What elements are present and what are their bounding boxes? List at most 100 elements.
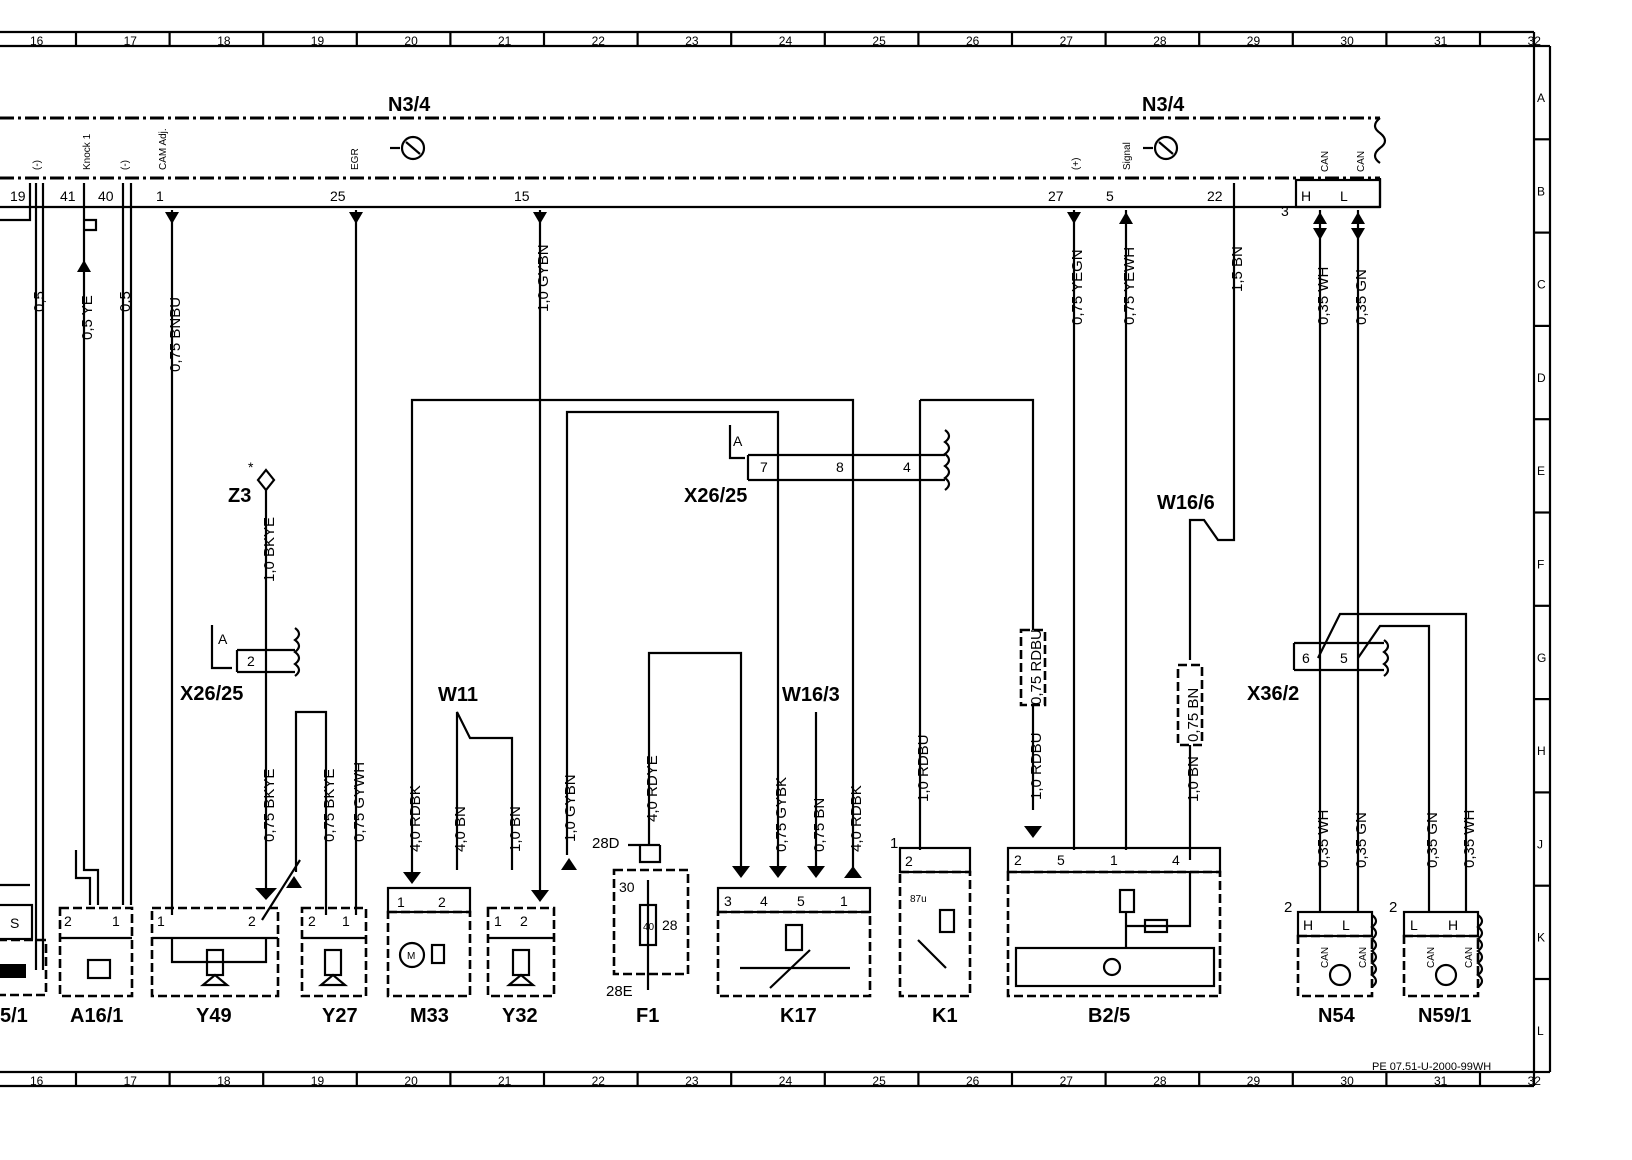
pin-number: 41 bbox=[60, 188, 76, 204]
n54-pin: H bbox=[1303, 917, 1313, 933]
grid-column-label: 20 bbox=[404, 1074, 418, 1088]
wire-label: 0,35 GN bbox=[1353, 812, 1370, 868]
grid-column-label: 27 bbox=[1060, 34, 1074, 48]
pin-tag: (+) bbox=[1071, 158, 1082, 171]
wire-label: 4,0 RDYE bbox=[644, 755, 661, 822]
grid-column-label: 30 bbox=[1340, 34, 1354, 48]
wire-label: 0,75 RDBU bbox=[1028, 629, 1045, 705]
footer-code: PE 07.51-U-2000-99WH bbox=[1372, 1061, 1491, 1073]
grid-row-label: G bbox=[1537, 651, 1546, 665]
component-y32: 1 2 Y32 bbox=[486, 906, 556, 1027]
grid-column-label: 16 bbox=[30, 1074, 44, 1088]
grid-column-label: 19 bbox=[311, 34, 325, 48]
grid-row-label: H bbox=[1537, 744, 1546, 758]
a16-1-label: A16/1 bbox=[70, 1005, 123, 1027]
grid-column-label: 19 bbox=[311, 1074, 325, 1088]
connector-x36-2: 6 5 X36/2 bbox=[1247, 639, 1390, 705]
n59-1-tag: CAN bbox=[1464, 947, 1475, 968]
y27-pin: 1 bbox=[342, 913, 350, 929]
wire-label: 0,35 WH bbox=[1315, 267, 1332, 325]
grid-row-label: F bbox=[1537, 558, 1544, 572]
grid-row-label: C bbox=[1537, 278, 1546, 292]
component-5-1: S 5/1 bbox=[0, 903, 48, 1027]
component-k1: 2 87u 1 K1 bbox=[890, 835, 972, 1027]
grid-column-label: 27 bbox=[1060, 1074, 1074, 1088]
wire-label: 1,0 BKYE bbox=[261, 517, 278, 582]
direction-arrows bbox=[77, 212, 1365, 902]
y27-pin: 2 bbox=[308, 913, 316, 929]
b2-5-label: B2/5 bbox=[1088, 1005, 1130, 1027]
control-module-n3-4: N3/4 N3/4 (-) Knock 1 (-) CAM Adj. EGR (… bbox=[0, 94, 1387, 219]
x26-25-mid-pin: 4 bbox=[903, 459, 911, 475]
z3-label: Z3 bbox=[228, 485, 251, 507]
grid-column-label: 28 bbox=[1153, 34, 1167, 48]
grid-column-label: 18 bbox=[217, 1074, 231, 1088]
n59-1-ref: 2 bbox=[1389, 899, 1397, 916]
b2-5-pin: 5 bbox=[1057, 852, 1065, 868]
n59-1-pin: L bbox=[1410, 917, 1418, 933]
pin-number: 1 bbox=[156, 188, 164, 204]
module-label-left: N3/4 bbox=[388, 94, 431, 116]
k1-label: K1 bbox=[932, 1005, 958, 1027]
y49-pin: 1 bbox=[157, 913, 165, 929]
wire-label: 0,5 bbox=[31, 291, 48, 312]
wire-label: 4,0 RDBK bbox=[407, 785, 424, 852]
wire-label: 0,75 YEWH bbox=[1121, 247, 1138, 325]
wire-labels: 0,5 0,5 YE 0,5 0,75 BNBU 1,0 GYBN 0,75 Y… bbox=[31, 244, 1478, 868]
grid-column-label: 23 bbox=[685, 34, 699, 48]
component-y27: 2 1 Y27 bbox=[300, 906, 368, 1027]
pin-tag: Knock 1 bbox=[82, 133, 93, 170]
y32-pin: 1 bbox=[494, 913, 502, 929]
grid-column-label: 22 bbox=[592, 34, 606, 48]
k17-pin: 5 bbox=[797, 893, 805, 909]
pin-number: 27 bbox=[1048, 188, 1064, 204]
pin-number: 22 bbox=[1207, 188, 1223, 204]
frame bbox=[0, 30, 1552, 1088]
x26-25-left-label: X26/25 bbox=[180, 683, 243, 705]
y32-label: Y32 bbox=[502, 1005, 538, 1027]
grid-column-label: 21 bbox=[498, 1074, 512, 1088]
x26-25-mid-pin: 8 bbox=[836, 459, 844, 475]
grid-column-label: 29 bbox=[1247, 34, 1261, 48]
y27-label: Y27 bbox=[322, 1005, 358, 1027]
m33-pin: 1 bbox=[397, 894, 405, 910]
grid-column-label: 31 bbox=[1434, 34, 1448, 48]
f1-pin: 28 bbox=[662, 917, 678, 933]
k17-pin: 1 bbox=[840, 893, 848, 909]
pin-number: 40 bbox=[98, 188, 114, 204]
f1-label: F1 bbox=[636, 1005, 659, 1027]
m33-label: M33 bbox=[410, 1005, 449, 1027]
wire-label: 0,75 BKYE bbox=[261, 769, 278, 842]
component-y49: 1 2 Y49 bbox=[150, 906, 280, 1027]
pin-number: 5 bbox=[1106, 188, 1114, 204]
grid-column-label: 18 bbox=[217, 34, 231, 48]
component-n59-1: L H CAN CAN 2 N59/1 bbox=[1389, 899, 1484, 1027]
f1-pin: 40 bbox=[643, 922, 655, 933]
wire-label: 1,0 GYBN bbox=[535, 244, 552, 312]
pin-tag: CAM Adj. bbox=[158, 128, 169, 170]
x36-2-pin: 5 bbox=[1340, 650, 1348, 666]
x36-2-label: X36/2 bbox=[1247, 683, 1299, 705]
component-k17: 3 4 5 1 K17 bbox=[716, 886, 872, 1027]
wire-label: 1,0 RDBU bbox=[1028, 732, 1045, 800]
wire-label: 0,35 WH bbox=[1461, 810, 1478, 868]
grid-column-label: 32 bbox=[1528, 1074, 1542, 1088]
wire-label: 1,0 BN bbox=[507, 806, 524, 852]
y32-pin: 2 bbox=[520, 913, 528, 929]
component-a16-1: 2 1 A16/1 bbox=[58, 906, 134, 1027]
wire-label: 0,5 YE bbox=[79, 295, 96, 340]
grid-column-label: 26 bbox=[966, 34, 980, 48]
wire-label: 1,0 RDBU bbox=[915, 734, 932, 802]
k17-pin: 3 bbox=[724, 893, 732, 909]
component-f1: 30 40 28 28D 28E F1 bbox=[592, 835, 690, 1027]
component-b2-5: 2 5 1 4 B2/5 bbox=[1006, 846, 1222, 1027]
grid-column-label: 28 bbox=[1153, 1074, 1167, 1088]
grid-column-label: 24 bbox=[779, 1074, 793, 1088]
n59-1-label: N59/1 bbox=[1418, 1005, 1471, 1027]
can-tag-l: CAN bbox=[1356, 151, 1367, 172]
b2-5-pin: 4 bbox=[1172, 852, 1180, 868]
b2-5-pin: 1 bbox=[1110, 852, 1118, 868]
grid-column-label: 22 bbox=[592, 1074, 606, 1088]
wire-label: 0,75 GYWH bbox=[351, 762, 368, 842]
